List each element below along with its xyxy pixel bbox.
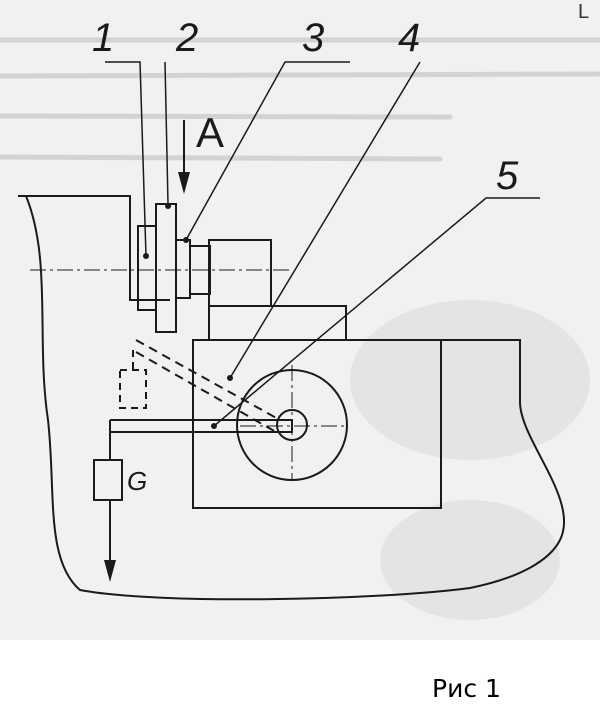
figure-caption: Рис 1 bbox=[432, 674, 501, 703]
leader-5 bbox=[213, 197, 540, 427]
disc-hub bbox=[175, 239, 191, 299]
disc-part-2 bbox=[155, 203, 177, 333]
leader-dots bbox=[143, 203, 233, 429]
leader-2 bbox=[164, 61, 169, 205]
label-part-4: 4 bbox=[398, 16, 421, 60]
label-part-3: 3 bbox=[302, 16, 325, 60]
background-shadow bbox=[350, 300, 590, 620]
motor-body bbox=[208, 239, 272, 307]
weight-g bbox=[93, 459, 123, 501]
leader-3 bbox=[185, 61, 350, 241]
disc-part-1 bbox=[137, 225, 157, 311]
scanned-page: 1 2 3 4 5 A G L bbox=[0, 0, 600, 640]
view-arrow-a bbox=[178, 120, 190, 194]
dashed-link bbox=[135, 339, 281, 433]
motor-base bbox=[208, 305, 347, 341]
dashed-weight-alt bbox=[119, 369, 147, 409]
corner-mark: L bbox=[578, 1, 590, 23]
leader-1 bbox=[105, 61, 147, 257]
background-text-lines bbox=[0, 37, 600, 162]
label-weight-g: G bbox=[127, 466, 148, 496]
weight-arrow bbox=[104, 560, 116, 582]
label-view-a: A bbox=[196, 109, 225, 156]
diagram-drawing bbox=[0, 37, 600, 620]
housing-outline bbox=[18, 195, 566, 601]
label-part-2: 2 bbox=[176, 16, 199, 60]
label-part-5: 5 bbox=[496, 154, 519, 198]
leader-4 bbox=[229, 61, 421, 379]
lever-arm bbox=[110, 419, 293, 433]
label-part-1: 1 bbox=[92, 16, 115, 60]
